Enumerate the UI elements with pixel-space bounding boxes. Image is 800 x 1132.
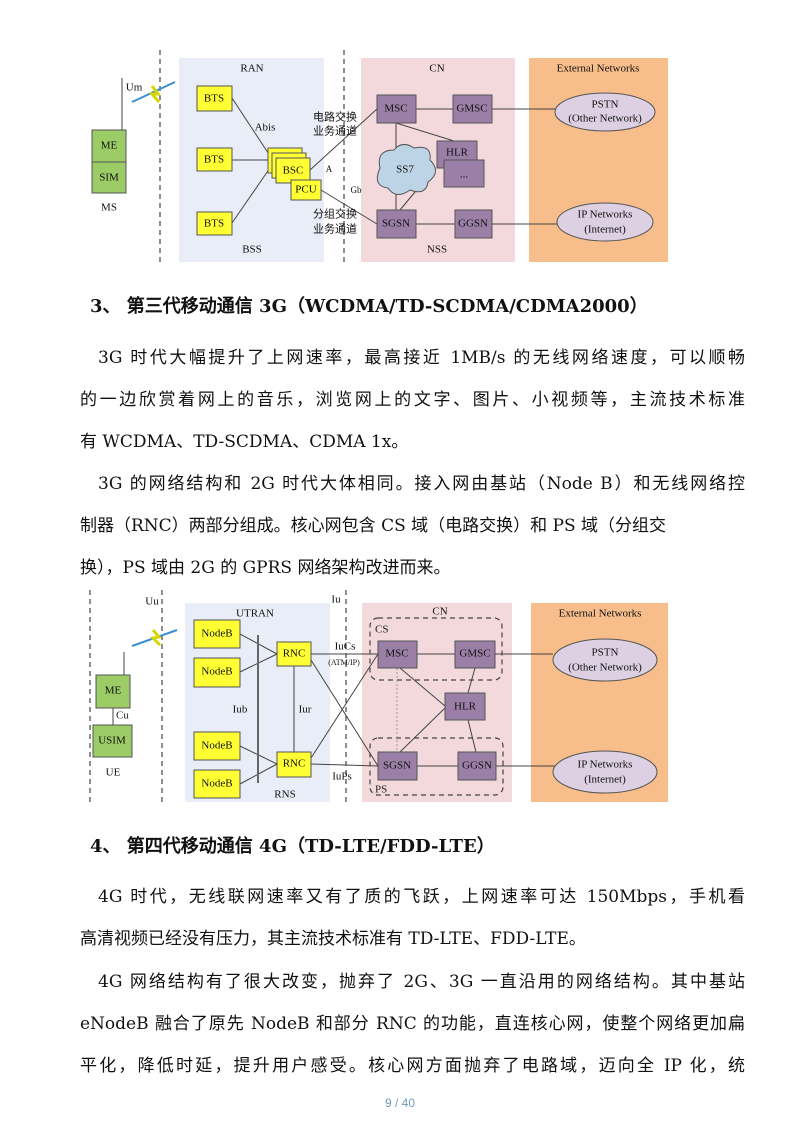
section-4-heading: 4、 第四代移动通信 4G（TD-LTE/FDD-LTE） <box>90 836 495 857</box>
uu-label: Uu <box>145 596 159 608</box>
paragraph-line: 的一边欣赏着网上的音乐，浏览网上的文字、图片、小视频等，主流技术标准 <box>80 390 745 410</box>
ss7-label: SS7 <box>396 164 414 176</box>
sgsn-label: SGSN <box>383 760 411 772</box>
page-number: 9 / 40 <box>384 1096 416 1110</box>
um-label: Um <box>126 82 143 94</box>
cs-channel-label-2: 业务通道 <box>313 124 357 138</box>
hlr-label: HLR <box>454 701 477 713</box>
ss7-cloud <box>376 144 436 195</box>
more-nodes-label: ... <box>460 169 469 181</box>
sim-label: SIM <box>99 172 119 184</box>
usim-label: USIM <box>98 735 126 747</box>
atm-ip-label: (ATM/IP) <box>328 658 360 667</box>
paragraph-line: 4G 网络结构有了很大改变，抛弃了 2G、3G 一直沿用的网络结构。其中基站 <box>98 972 745 992</box>
abis-label: Abis <box>255 122 276 134</box>
hlr-label: HLR <box>446 147 469 159</box>
iur-label: Iur <box>299 704 312 716</box>
ip-networks-label: IP Networks <box>578 209 633 221</box>
msc-label: MSC <box>384 103 407 115</box>
nodeb-label: NodeB <box>201 666 232 678</box>
iucs-label: IuCs <box>335 641 356 653</box>
external-label: External Networks <box>557 63 640 75</box>
ps-channel-label-2: 业务通道 <box>313 222 357 236</box>
rnc-label: RNC <box>283 758 306 770</box>
nodeb-label: NodeB <box>201 740 232 752</box>
iu-label: Iu <box>331 594 341 606</box>
gmsc-label: GMSC <box>459 648 490 660</box>
nss-label: NSS <box>427 244 447 256</box>
pcu-label: PCU <box>295 184 316 196</box>
ggsn-label: GGSN <box>462 760 492 772</box>
nodeb-label: NodeB <box>201 628 232 640</box>
paragraph-line: 有 WCDMA、TD-SCDMA、CDMA 1x。 <box>80 432 409 452</box>
bsc-label: BSC <box>283 165 304 177</box>
msc-label: MSC <box>385 648 408 660</box>
gmsc-label: GMSC <box>456 103 487 115</box>
ip-networks-label: IP Networks <box>578 759 633 771</box>
paragraph-line: 制器（RNC）两部分组成。核心网包含 CS 域（电路交换）和 PS 域（分组交 <box>80 516 667 536</box>
paragraph-line: eNodeB 融合了原先 NodeB 和部分 RNC 的功能，直连核心网，使整个… <box>80 1014 745 1034</box>
ms-label: MS <box>101 202 117 214</box>
nodeb-label: NodeB <box>201 778 232 790</box>
me-label: ME <box>101 140 118 152</box>
pstn-sub-label: (Other Network) <box>568 113 642 125</box>
ps-domain-label: PS <box>375 784 387 796</box>
cs-domain-label: CS <box>375 624 388 636</box>
cs-channel-label: 电路交换 <box>313 110 357 124</box>
wireless-link-icon <box>131 81 176 103</box>
ps-channel-label: 分组交换 <box>313 207 357 221</box>
me-label: ME <box>105 685 122 697</box>
ue-label: UE <box>106 767 121 779</box>
ran-label: RAN <box>240 63 263 75</box>
pstn-label: PSTN <box>592 99 619 111</box>
section-3-heading: 3、 第三代移动通信 3G（WCDMA/TD-SCDMA/CDMA2000） <box>90 296 648 317</box>
paragraph-line: 换），PS 域由 2G 的 GPRS 网络架构改进而来。 <box>80 558 451 578</box>
pstn-sub-label: (Other Network) <box>568 662 642 674</box>
wireless-link-icon <box>131 629 178 647</box>
rns-label: RNS <box>274 789 295 801</box>
gb-interface-label: Gb <box>351 185 362 195</box>
paragraph-line: 高清视频已经没有压力，其主流技术标准有 TD-LTE、FDD-LTE。 <box>80 929 586 949</box>
cu-label: Cu <box>116 710 129 722</box>
cn-label: CN <box>429 63 444 75</box>
internet-label: (Internet) <box>584 774 626 786</box>
cn-label: CN <box>432 606 447 618</box>
bss-label: BSS <box>242 244 262 256</box>
paragraph-line: 4G 时代，无线联网速率又有了质的飞跃，上网速率可达 150Mbps，手机看 <box>98 887 745 907</box>
paragraph-line: 平化，降低时延，提升用户感受。核心网方面抛弃了电路域，迈向全 IP 化，统 <box>80 1056 745 1076</box>
umts-architecture-diagram: Uu Iu UTRAN CN External Networks ME Cu U… <box>89 590 668 802</box>
external-label: External Networks <box>559 608 642 620</box>
ggsn-label: GGSN <box>458 218 488 230</box>
bts-label: BTS <box>204 154 224 166</box>
rnc-label: RNC <box>283 648 306 660</box>
paragraph-line: 3G 时代大幅提升了上网速率，最高接近 1MB/s 的无线网络速度，可以顺畅 <box>98 348 745 368</box>
bts-label: BTS <box>204 218 224 230</box>
internet-label: (Internet) <box>584 224 626 236</box>
iups-label: IuPs <box>332 771 352 783</box>
a-interface-label: A <box>326 164 333 174</box>
bts-label: BTS <box>204 93 224 105</box>
sgsn-label: SGSN <box>382 218 410 230</box>
paragraph-line: 3G 的网络结构和 2G 时代大体相同。接入网由基站（Node B）和无线网络控 <box>98 474 745 494</box>
utran-label: UTRAN <box>236 608 274 620</box>
iub-label: Iub <box>233 704 248 716</box>
gsm-architecture-diagram: RAN CN External Networks Um ME SIM MS BT… <box>91 50 668 262</box>
pstn-label: PSTN <box>592 647 619 659</box>
